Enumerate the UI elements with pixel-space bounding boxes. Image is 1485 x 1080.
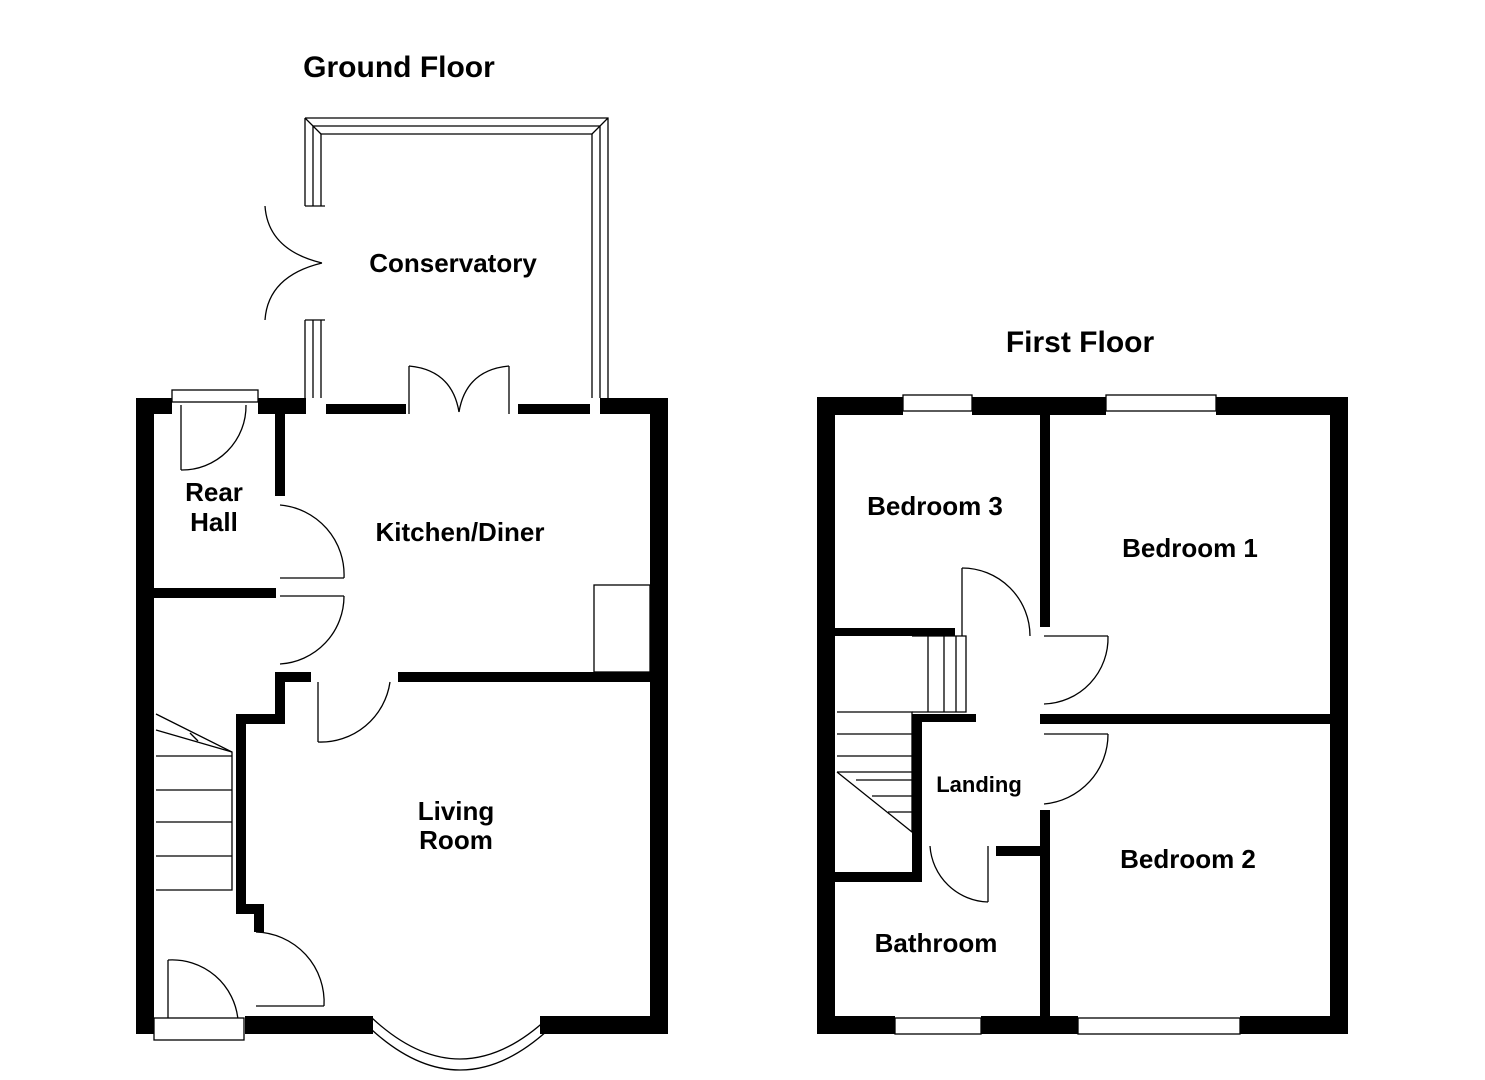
conservatory-frame	[304, 117, 609, 398]
room-landing: Landing	[936, 772, 1022, 797]
kitchen-french-doors	[408, 365, 510, 414]
bay-window	[371, 1017, 549, 1071]
room-bathroom: Bathroom	[875, 928, 998, 958]
rear-hall-window	[171, 389, 259, 403]
rear-hall-kitchen-door	[279, 504, 345, 579]
living-room-door	[255, 931, 325, 1007]
bedroom-1-window	[1105, 394, 1217, 412]
bedroom-2-window	[1077, 1017, 1241, 1035]
first-floor-title: First Floor	[1006, 326, 1155, 359]
hall-kitchen-door	[279, 595, 345, 665]
first-floor-staircase	[836, 635, 967, 834]
first-floor: First Floor	[817, 326, 1348, 1035]
room-bedroom-3: Bedroom 3	[867, 491, 1003, 521]
room-bedroom-1: Bedroom 1	[1122, 533, 1258, 563]
front-door	[153, 959, 245, 1041]
room-living-room-line1: Living	[418, 796, 495, 826]
room-rear-hall-line2: Hall	[190, 507, 238, 537]
conservatory-side-door	[264, 205, 323, 321]
first-floor-walls	[817, 397, 1348, 1034]
bedroom-3-door	[961, 567, 1031, 637]
bedroom-3-window	[902, 394, 973, 412]
kitchen-unit	[593, 584, 651, 673]
bedroom-2-door	[1043, 733, 1109, 805]
ground-floor-title: Ground Floor	[303, 51, 495, 84]
room-kitchen-diner: Kitchen/Diner	[375, 517, 544, 547]
ground-floor: Ground Floor	[136, 51, 668, 1071]
room-bedroom-2: Bedroom 2	[1120, 844, 1256, 874]
bedroom-1-door	[1043, 635, 1109, 705]
bathroom-door	[929, 845, 989, 903]
room-living-room-line2: Room	[419, 825, 493, 855]
kitchen-living-door	[317, 681, 391, 743]
ground-floor-staircase	[155, 713, 233, 891]
room-rear-hall-line1: Rear	[185, 477, 243, 507]
bathroom-window	[894, 1017, 982, 1035]
ground-floor-walls	[136, 398, 668, 1034]
room-conservatory: Conservatory	[369, 248, 537, 278]
rear-hall-back-door	[180, 404, 247, 471]
